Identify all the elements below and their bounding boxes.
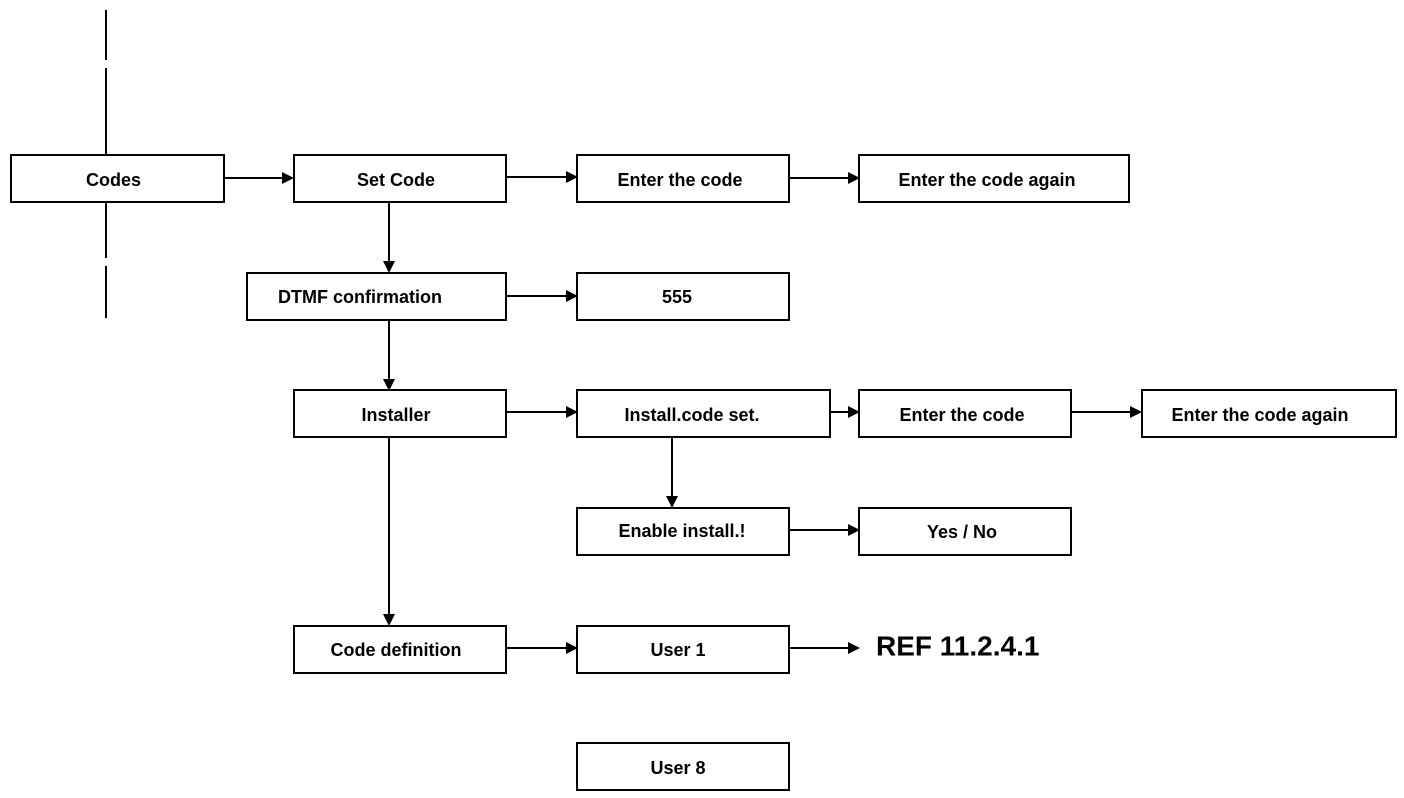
box-installer: Installer <box>293 389 507 438</box>
box-installer-label: Installer <box>361 405 430 425</box>
box-enter-code-again-2-label: Enter the code again <box>1171 405 1348 425</box>
box-enter-code-2: Enter the code <box>858 389 1072 438</box>
box-user-1-label: User 1 <box>650 640 705 660</box>
box-code-definition: Code definition <box>293 625 507 674</box>
box-enter-code-again-1-label: Enter the code again <box>898 170 1075 190</box>
box-enable-install-label: Enable install.! <box>618 521 745 541</box>
box-user-1: User 1 <box>576 625 790 674</box>
box-dtmf-value-label: 555 <box>662 287 692 307</box>
box-dtmf-confirmation-label: DTMF confirmation <box>278 287 442 307</box>
box-dtmf-value: 555 <box>576 272 790 321</box>
box-set-code: Set Code <box>293 154 507 203</box>
box-set-code-label: Set Code <box>357 170 435 190</box>
reference-label: REF 11.2.4.1 <box>876 631 1039 662</box>
box-enter-code-again-1: Enter the code again <box>858 154 1130 203</box>
box-enter-code-2-label: Enter the code <box>899 405 1024 425</box>
box-yes-no-label: Yes / No <box>927 522 997 542</box>
box-user-8-label: User 8 <box>650 758 705 778</box>
box-enter-code-1: Enter the code <box>576 154 790 203</box>
box-enter-code-again-2: Enter the code again <box>1141 389 1397 438</box>
box-codes: Codes <box>10 154 225 203</box>
box-codes-label: Codes <box>86 170 141 190</box>
box-install-code-set-label: Install.code set. <box>624 405 759 425</box>
box-code-definition-label: Code definition <box>331 640 462 660</box>
box-yes-no: Yes / No <box>858 507 1072 556</box>
box-dtmf-confirmation: DTMF confirmation <box>246 272 507 321</box>
box-enable-install: Enable install.! <box>576 507 790 556</box>
box-install-code-set: Install.code set. <box>576 389 831 438</box>
box-enter-code-1-label: Enter the code <box>617 170 742 190</box>
box-user-8: User 8 <box>576 742 790 791</box>
